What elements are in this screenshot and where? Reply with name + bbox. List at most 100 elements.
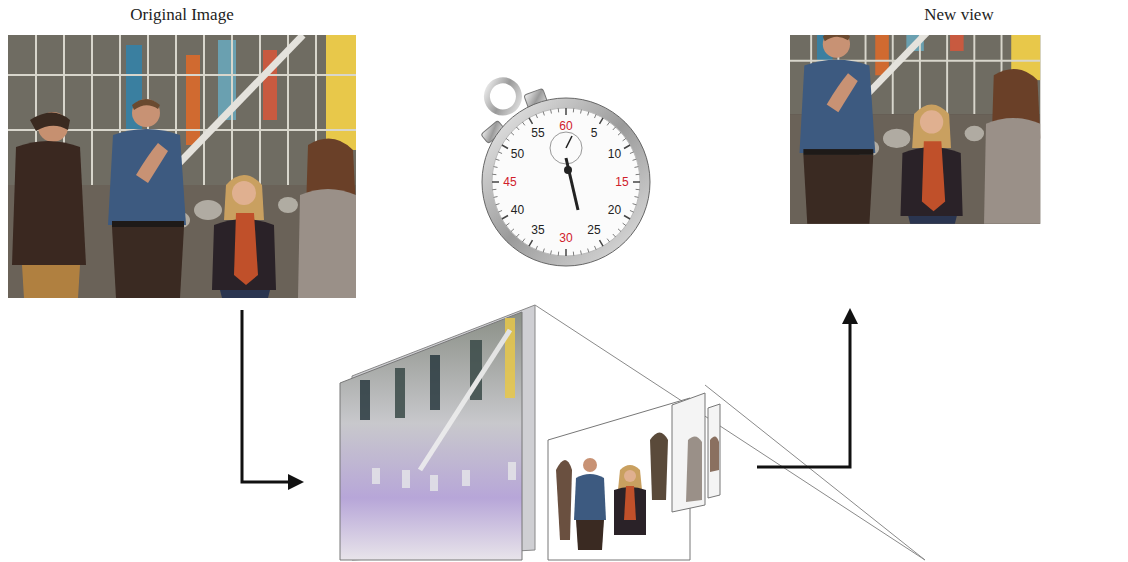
dial-number: 55: [531, 127, 544, 140]
dial-ticks: [630, 210, 634, 212]
dial-ticks: [607, 122, 609, 125]
dial-ticks: [580, 110, 582, 114]
dial-ticks: [529, 240, 533, 246]
dial-ticks: [618, 132, 621, 135]
layered-planes: [360, 380, 370, 420]
layered-planes: [462, 470, 470, 486]
dial-ticks: [516, 234, 519, 237]
dial-number: 45: [503, 176, 516, 189]
dial-ticks: [565, 249, 567, 256]
dial-ticks: [624, 216, 630, 220]
dial-ticks: [558, 252, 559, 256]
dial-ticks: [580, 250, 582, 254]
layered-planes: [624, 486, 636, 520]
image-title: New view: [790, 0, 1128, 26]
dial-ticks: [536, 114, 538, 118]
dial-number: 25: [587, 224, 600, 237]
dial-number: 5: [591, 127, 598, 140]
layered-planes: [535, 305, 925, 560]
new-view-photo: [702, 0, 1040, 224]
flow-arrow: [242, 310, 304, 490]
dial-number: 15: [615, 176, 628, 189]
dial-number: 60: [559, 120, 572, 133]
image-panel: New view: [790, 0, 1128, 297]
dial-ticks: [494, 196, 498, 198]
layered-planes: [576, 520, 604, 550]
stopwatch: [492, 108, 640, 256]
dial-ticks: [511, 229, 514, 232]
dial-ticks: [523, 239, 525, 242]
dial-ticks: [536, 246, 538, 250]
image-panel: Original Image: [8, 0, 356, 300]
dial-ticks: [498, 152, 502, 154]
layered-planes: [556, 460, 572, 540]
dial-number: 30: [559, 232, 572, 245]
dial-ticks: [623, 139, 626, 141]
dial-ticks: [565, 108, 567, 115]
dial-ticks: [613, 234, 616, 237]
layered-planes: [614, 487, 646, 535]
dial-ticks: [550, 250, 552, 254]
dial-ticks: [494, 166, 498, 168]
layered-planes: [710, 436, 719, 472]
dial-ticks: [492, 108, 640, 256]
flow-arrow: [757, 308, 858, 467]
original-photo: [8, 35, 356, 298]
dial-ticks: [558, 108, 559, 112]
dial-ticks: [618, 229, 621, 232]
dial-ticks: [633, 204, 637, 205]
layered-planes: [574, 474, 606, 520]
layered-planes: [508, 462, 516, 480]
dial-ticks: [630, 152, 634, 154]
dial-ticks: [588, 112, 589, 116]
stopwatch: [482, 98, 650, 266]
layered-planes: [360, 318, 516, 491]
dial-number: 50: [511, 148, 524, 161]
dial-ticks: [506, 223, 509, 225]
dial-ticks: [511, 132, 514, 135]
layered-planes: [672, 393, 705, 512]
dial-ticks: [633, 181, 640, 183]
layered-planes: [708, 404, 720, 498]
layered-planes: [340, 312, 522, 560]
stopwatch: [564, 166, 572, 174]
dial-ticks: [600, 240, 604, 246]
stopwatch: [482, 76, 523, 117]
dial-ticks: [594, 114, 596, 118]
dial-number: 40: [511, 204, 524, 217]
stopwatch: [481, 76, 650, 266]
dial-ticks: [502, 216, 508, 220]
layered-planes: [624, 470, 636, 482]
layered-planes: [372, 468, 380, 484]
layered-planes: [340, 305, 925, 560]
image-title: Original Image: [8, 0, 356, 26]
dial-ticks: [636, 174, 640, 175]
dial-ticks: [623, 223, 626, 225]
layered-planes: [420, 330, 510, 470]
layered-planes: [650, 433, 668, 501]
dial-ticks: [634, 166, 638, 168]
dial-ticks: [523, 122, 525, 125]
dial-ticks: [543, 249, 544, 253]
layered-planes: [430, 355, 440, 410]
flow-arrow: [288, 474, 304, 490]
stopwatch: [566, 136, 572, 148]
layered-planes: [686, 436, 702, 502]
dial-ticks: [516, 127, 519, 130]
flow-arrow: [842, 308, 858, 324]
dial-ticks: [607, 239, 609, 242]
stopwatch: [566, 158, 578, 210]
dial-ticks: [492, 174, 496, 175]
dial-ticks: [529, 118, 533, 124]
dial-number: 20: [608, 204, 621, 217]
dial-ticks: [613, 127, 616, 130]
dial-ticks: [624, 145, 630, 149]
dial-number: 10: [608, 148, 621, 161]
dial-ticks: [600, 118, 604, 124]
dial-ticks: [594, 246, 596, 250]
new-view-photo: [702, 0, 1040, 224]
dial-ticks: [636, 189, 640, 190]
original-photo: [8, 35, 356, 298]
